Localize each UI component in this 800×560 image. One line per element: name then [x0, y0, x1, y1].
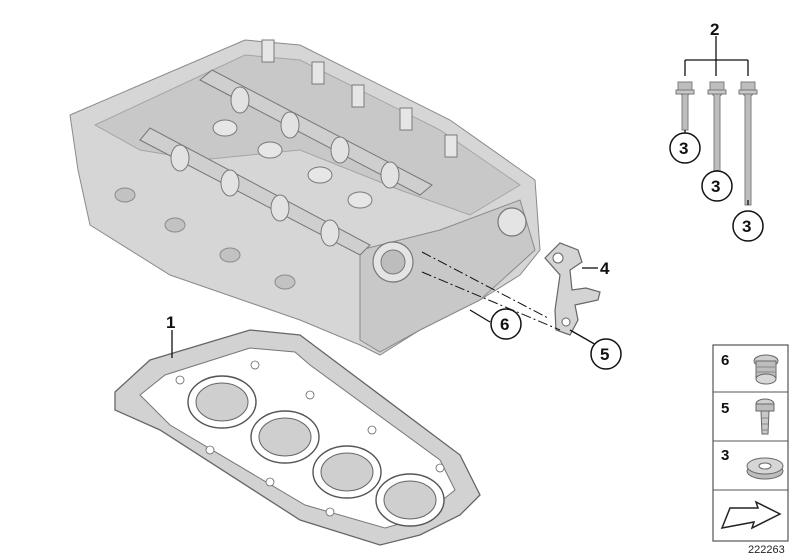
legend-item-screw-plug[interactable]: 6: [721, 352, 779, 385]
legend-panel: 6 5 3: [712, 344, 789, 542]
screw-plug-icon: [753, 354, 779, 385]
forward-arrow-icon[interactable]: [720, 500, 782, 530]
short-bolt[interactable]: [675, 81, 695, 131]
svg-text:3: 3: [711, 177, 720, 196]
callout-1: 1: [166, 313, 175, 332]
svg-text:6: 6: [500, 315, 509, 334]
svg-text:3: 3: [721, 447, 729, 464]
long-bolt[interactable]: [738, 81, 758, 206]
cylinder-head[interactable]: [69, 39, 541, 356]
callout-3-long-bolt: 3: [732, 210, 764, 242]
medium-bolt[interactable]: [707, 81, 727, 179]
diagram-number: 222263: [748, 544, 785, 556]
svg-text:5: 5: [721, 400, 729, 417]
legend-item-washer[interactable]: 3: [721, 447, 784, 480]
svg-text:6: 6: [721, 352, 729, 369]
svg-text:3: 3: [742, 217, 751, 236]
callout-3-short-bolt: 3: [669, 132, 701, 164]
washer-icon: [746, 457, 784, 480]
bracket[interactable]: [544, 242, 601, 336]
svg-text:3: 3: [679, 139, 688, 158]
cylinder-head-gasket[interactable]: [114, 329, 481, 546]
legend-item-bolt[interactable]: 5: [721, 398, 775, 435]
callout-5: 5: [590, 338, 622, 370]
bolt-icon: [755, 398, 775, 435]
callout-4: 4: [600, 259, 610, 278]
callout-2: 2: [710, 20, 719, 39]
callout-3-medium-bolt: 3: [701, 170, 733, 202]
callout-6: 6: [490, 308, 522, 340]
svg-text:5: 5: [600, 345, 609, 364]
